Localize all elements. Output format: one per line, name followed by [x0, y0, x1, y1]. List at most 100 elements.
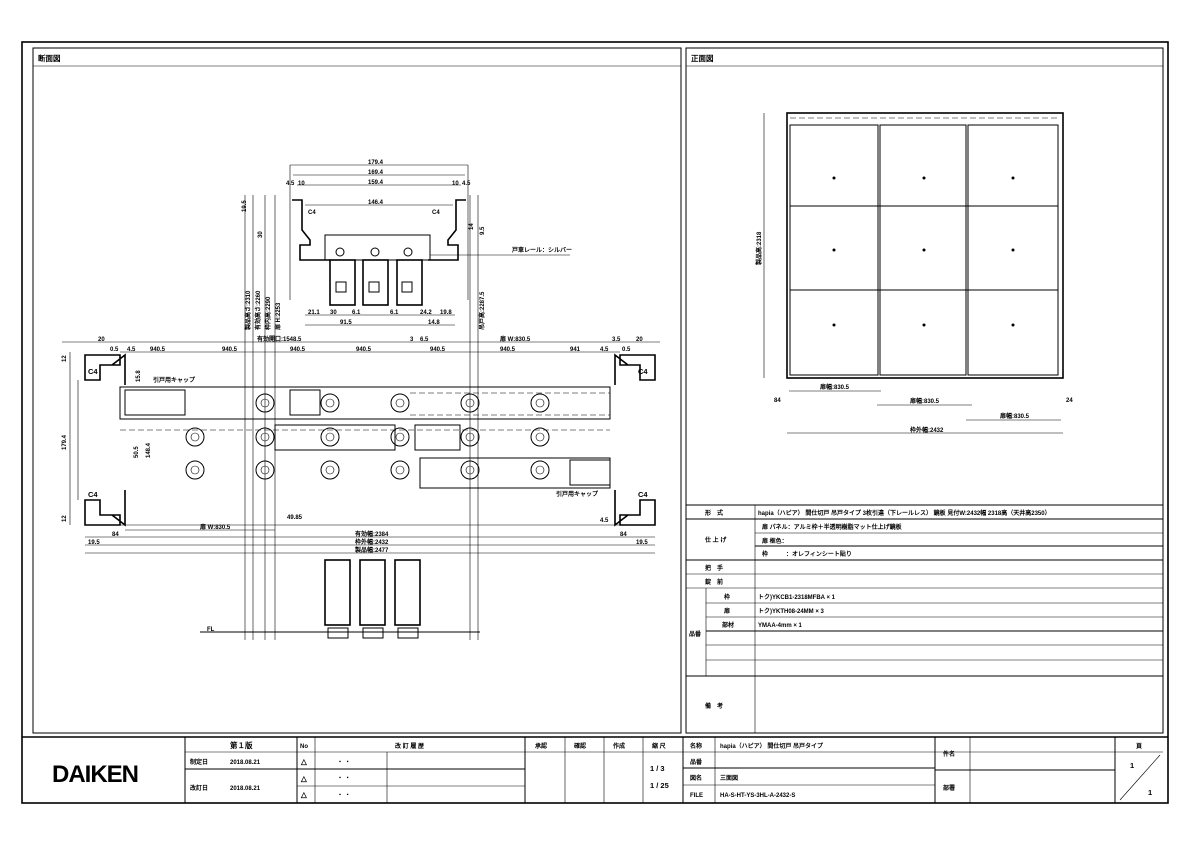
dimension-label: 146.4 [368, 200, 384, 206]
roller-mark [460, 393, 480, 413]
roller-mark [395, 432, 405, 442]
drawing-line [362, 627, 384, 639]
roller-mark [465, 398, 475, 408]
roller-mark [460, 427, 480, 447]
dimension-label: 940.5 [356, 347, 372, 353]
dimension-label: 部材 [722, 621, 734, 629]
revision-triangle-icon: △ [300, 790, 308, 799]
roller-mark [255, 427, 275, 447]
drawing-line [119, 386, 611, 420]
dimension-label: 84 [774, 398, 781, 404]
sheet-border [21, 41, 1169, 804]
drawing-line [879, 124, 967, 376]
roller-mark [370, 247, 380, 257]
drawing-line [397, 627, 419, 639]
dimension-label: 3.5 [612, 337, 621, 343]
roller-mark [460, 460, 480, 480]
roller-mark [335, 247, 345, 257]
dimension-label: 940.5 [290, 347, 306, 353]
dimension-label: 枠 [724, 593, 730, 601]
dimension-label: 12 [62, 515, 68, 522]
drawing-line [335, 281, 347, 293]
spec-table [686, 504, 1163, 733]
roller-mark [185, 460, 205, 480]
dimension-label: 1 / 25 [650, 781, 669, 790]
dimension-label: 図名 [690, 774, 702, 782]
dimension-label: 10 [452, 181, 459, 187]
dimension-label: 30 [330, 310, 337, 316]
dimension-label: 名称 [690, 742, 702, 750]
dimension-label: 940.5 [150, 347, 166, 353]
dimension-label: 21.1 [308, 310, 320, 316]
section-dimension-labels: 179.4 169.4 159.4 146.4 C4 C4 19.5 30 14… [62, 160, 648, 633]
dimension-label: 6.1 [352, 310, 361, 316]
dimension-label: C4 [638, 490, 648, 499]
dimension-label: 940.5 [500, 347, 516, 353]
dimension-label: 三面図 [720, 774, 738, 782]
revision-triangle-icon: △ [300, 774, 308, 783]
dimension-label: ・ ・ [337, 793, 351, 799]
dimension-label: 179.4 [368, 160, 384, 166]
dimension-label: 14 [469, 223, 475, 230]
dimension-label: 179.4 [62, 434, 68, 450]
dimension-label: 940.5 [222, 347, 238, 353]
dimension-label: 扉幅:830.5 [999, 412, 1030, 420]
drawing-line [419, 457, 611, 489]
dimension-label: 戸車レール：シルバー [512, 246, 572, 254]
dimension-label: 2018.08.21 [230, 786, 261, 792]
dimension-label: 改訂日 [190, 784, 208, 792]
dimension-label: 枠外幅:2432 [910, 426, 944, 434]
dimension-label: 940.5 [430, 347, 446, 353]
spec-parts-label: 品番 [689, 630, 702, 638]
dimension-label: 9.5 [480, 226, 486, 235]
drawing-line [396, 259, 423, 306]
dimension-label: 0.5 [622, 347, 631, 353]
drawing-line [368, 281, 380, 293]
roller-mark [922, 176, 926, 180]
dimension-label: C4 [638, 367, 648, 376]
section-view-frame [32, 47, 682, 734]
dimension-label: 4.5 [462, 181, 471, 187]
dimension-label: hapia（ハピア） 間仕切戸 吊戸タイプ [720, 742, 824, 750]
roller-mark [325, 398, 335, 408]
section-view-title: 断面図 [38, 53, 61, 63]
revision-triangle-icon: △ [300, 757, 308, 766]
dimension-label: 6.1 [390, 310, 399, 316]
dimension-label: 6.5 [420, 337, 429, 343]
dimension-label: 159.4 [368, 180, 384, 186]
dimension-label: 扉 [723, 607, 730, 615]
drawing-line [289, 389, 321, 416]
roller-mark [395, 465, 405, 475]
drawing-line [274, 424, 396, 451]
dimension-label: 確認 [574, 742, 586, 750]
dimension-label: 扉 W:830.5 [199, 523, 231, 531]
roller-mark [325, 432, 335, 442]
dimension-label: 4.5 [600, 518, 609, 524]
roller-mark [1011, 176, 1015, 180]
dimension-label: 扉 W:830.5 [499, 335, 531, 343]
roller-mark [320, 393, 340, 413]
dimension-label: 作成 [613, 742, 625, 750]
dimension-label: 製品幅:2477 [354, 546, 389, 554]
dimension-label: 扉幅:830.5 [909, 397, 940, 405]
dimension-label: 30 [258, 231, 264, 238]
roller-mark [185, 427, 205, 447]
spec-type-label: 形 式 [705, 509, 723, 517]
dimension-label: No [300, 744, 308, 750]
dimension-label: 24 [1066, 398, 1073, 404]
dimension-label: 4.5 [600, 347, 609, 353]
dimension-label: 枠 ：オレフィンシート貼り [762, 550, 852, 558]
drawing-line [394, 559, 421, 626]
roller-mark [255, 393, 275, 413]
dimension-label: FILE [690, 793, 703, 799]
dimension-label: 10 [298, 181, 305, 187]
roller-mark [832, 248, 836, 252]
roller-mark [922, 248, 926, 252]
roller-mark [1011, 323, 1015, 327]
spec-remarks-label: 備 考 [705, 702, 723, 710]
front-dimension-labels: 製品高:2318 扉幅:830.5 扉幅:830.5 扉幅:830.5 84 2… [755, 231, 1073, 434]
roller-mark [922, 323, 926, 327]
roller-mark [535, 465, 545, 475]
dimension-label: 改 訂 履 歴 [395, 742, 424, 750]
